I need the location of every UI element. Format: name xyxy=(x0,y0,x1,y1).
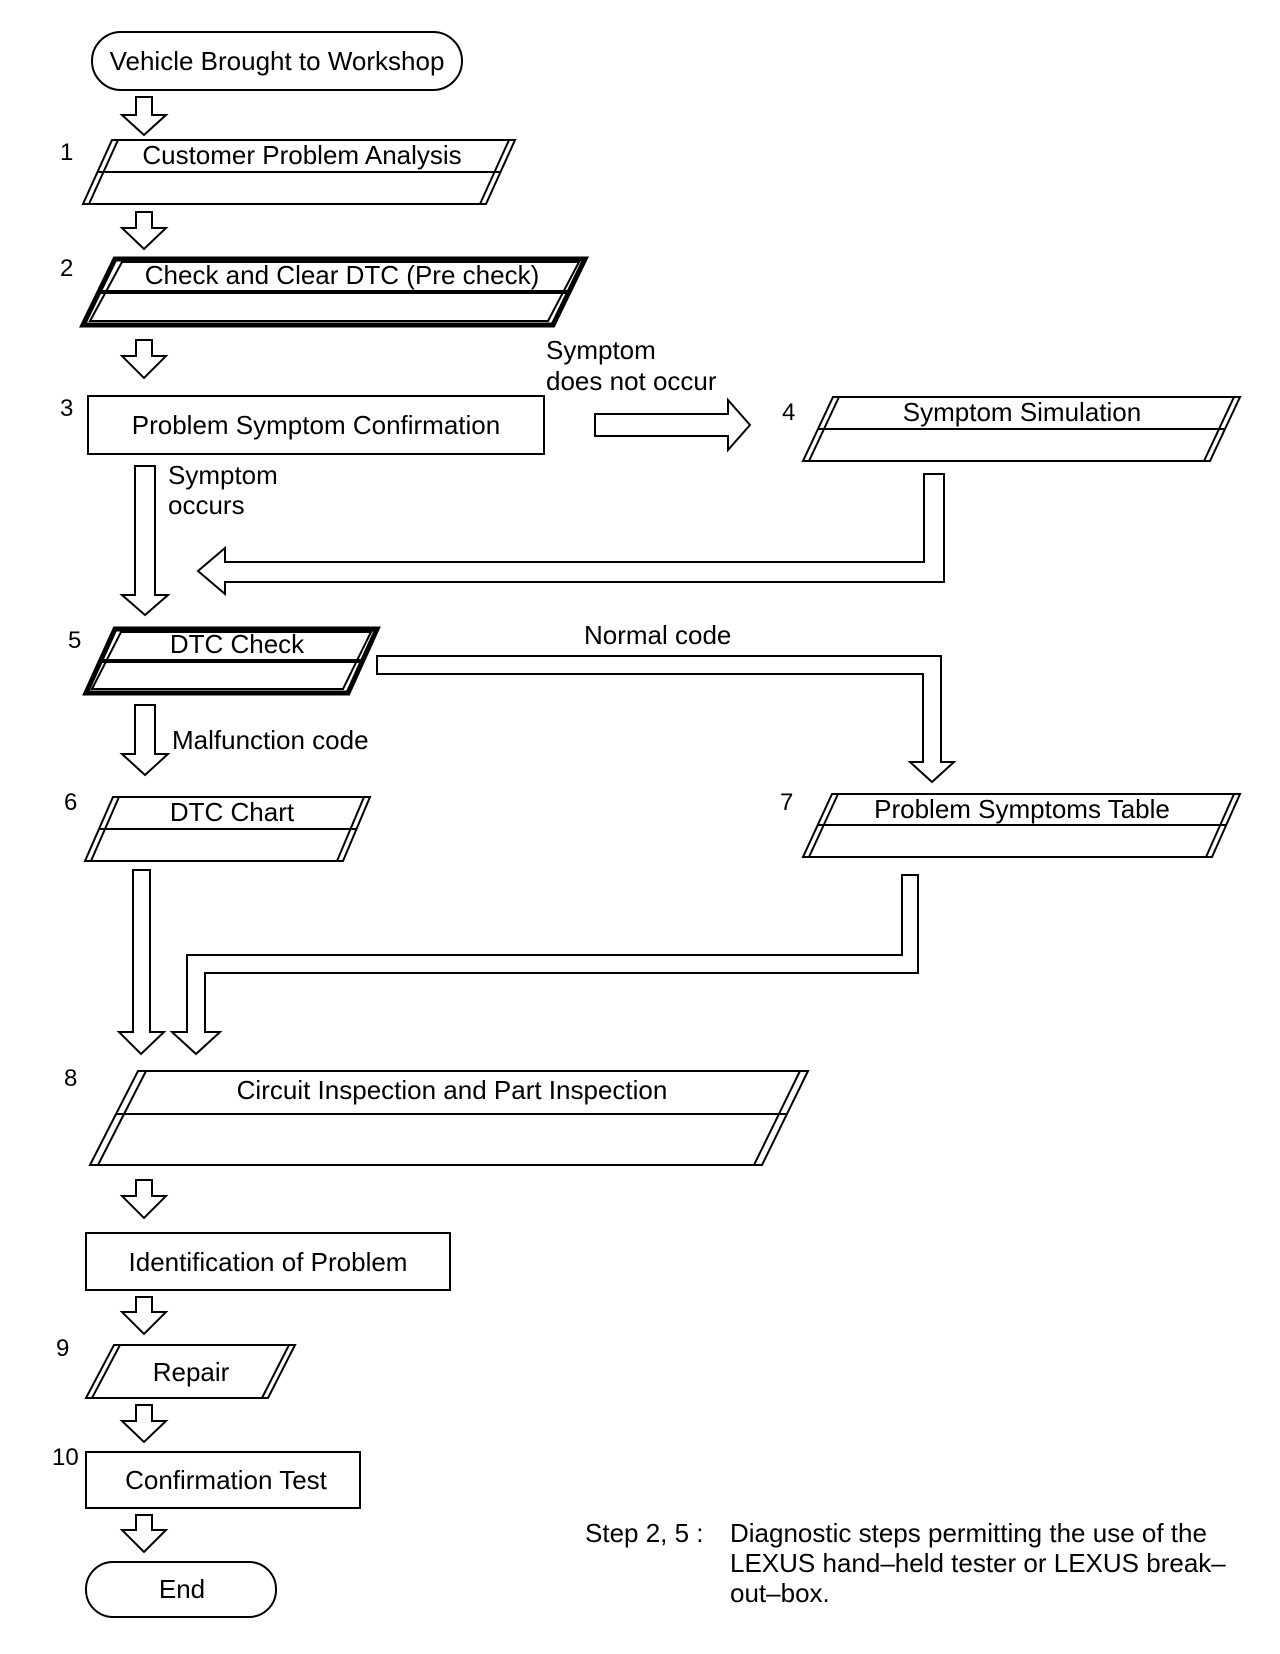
arrow-2-to-3 xyxy=(119,339,169,380)
arrow-6-to-8 xyxy=(116,869,167,1056)
step-8-shape xyxy=(88,1070,810,1166)
step-4-shape xyxy=(801,396,1242,462)
arrow-9-to-10 xyxy=(119,1404,169,1444)
step-3-label: Problem Symptom Confirmation xyxy=(131,410,501,440)
step-2-number: 2 xyxy=(60,255,74,282)
start-terminator xyxy=(91,31,463,91)
edge-label-normal-code: Normal code xyxy=(584,620,732,650)
step-6-number: 6 xyxy=(64,789,78,816)
identification-label: Identification of Problem xyxy=(128,1247,408,1277)
step-10-shape xyxy=(85,1451,361,1509)
start-label: Vehicle Brought to Workshop xyxy=(109,46,445,76)
step-10-number: 10 xyxy=(52,1444,79,1471)
arrow-1-to-2 xyxy=(119,211,169,251)
step-2-label: Check and Clear DTC (Pre check) xyxy=(144,260,540,290)
arrow-5-to-6 xyxy=(119,704,171,777)
step-7-number: 7 xyxy=(780,789,794,816)
step-8-label: Circuit Inspection and Part Inspection xyxy=(236,1075,668,1105)
step-3-number: 3 xyxy=(60,395,74,422)
arrow-3-to-4 xyxy=(594,397,752,453)
note-key: Step 2, 5 : xyxy=(585,1518,704,1548)
note-text: Diagnostic steps permitting the use of t… xyxy=(730,1518,1226,1608)
step-2-shape xyxy=(79,256,589,328)
end-label: End xyxy=(158,1574,206,1604)
step-7-label: Problem Symptoms Table xyxy=(874,794,1170,824)
arrow-identification-to-9 xyxy=(119,1296,169,1336)
step-1-shape xyxy=(81,139,517,205)
step-1-label: Customer Problem Analysis xyxy=(142,140,462,170)
arrow-start-to-1 xyxy=(119,96,169,137)
step-4-number: 4 xyxy=(782,399,796,426)
arrow-5-to-7 xyxy=(376,655,957,784)
edge-label-malfunction-code: Malfunction code xyxy=(172,725,369,755)
step-9-shape xyxy=(84,1344,297,1399)
step-9-number: 9 xyxy=(56,1335,70,1362)
edge-label-symptom-occurs-2: occurs xyxy=(168,490,245,520)
end-terminator xyxy=(85,1561,277,1618)
identification-shape xyxy=(85,1232,451,1291)
step-10-label: Confirmation Test xyxy=(125,1465,327,1495)
arrow-7-to-8 xyxy=(169,874,919,1056)
arrow-3-to-5 xyxy=(119,465,171,617)
edge-label-symptom-not-occur-2: does not occur xyxy=(546,366,717,396)
step-6-shape xyxy=(83,796,372,862)
step-5-shape xyxy=(82,626,381,696)
step-1-number: 1 xyxy=(60,139,74,166)
step-5-label: DTC Check xyxy=(169,629,305,659)
step-4-label: Symptom Simulation xyxy=(902,397,1142,427)
step-9-label: Repair xyxy=(152,1357,230,1387)
step-8-number: 8 xyxy=(64,1065,78,1092)
arrow-8-to-identification xyxy=(119,1179,169,1220)
step-5-number: 5 xyxy=(68,627,82,654)
arrow-10-to-end xyxy=(119,1514,169,1554)
step-3-shape xyxy=(87,395,545,455)
edge-label-symptom-occurs-1: Symptom xyxy=(168,460,278,490)
step-7-shape xyxy=(801,793,1242,858)
arrow-4-to-main xyxy=(196,473,945,597)
step-6-label: DTC Chart xyxy=(169,797,295,827)
edge-label-symptom-not-occur-1: Symptom xyxy=(546,335,656,365)
